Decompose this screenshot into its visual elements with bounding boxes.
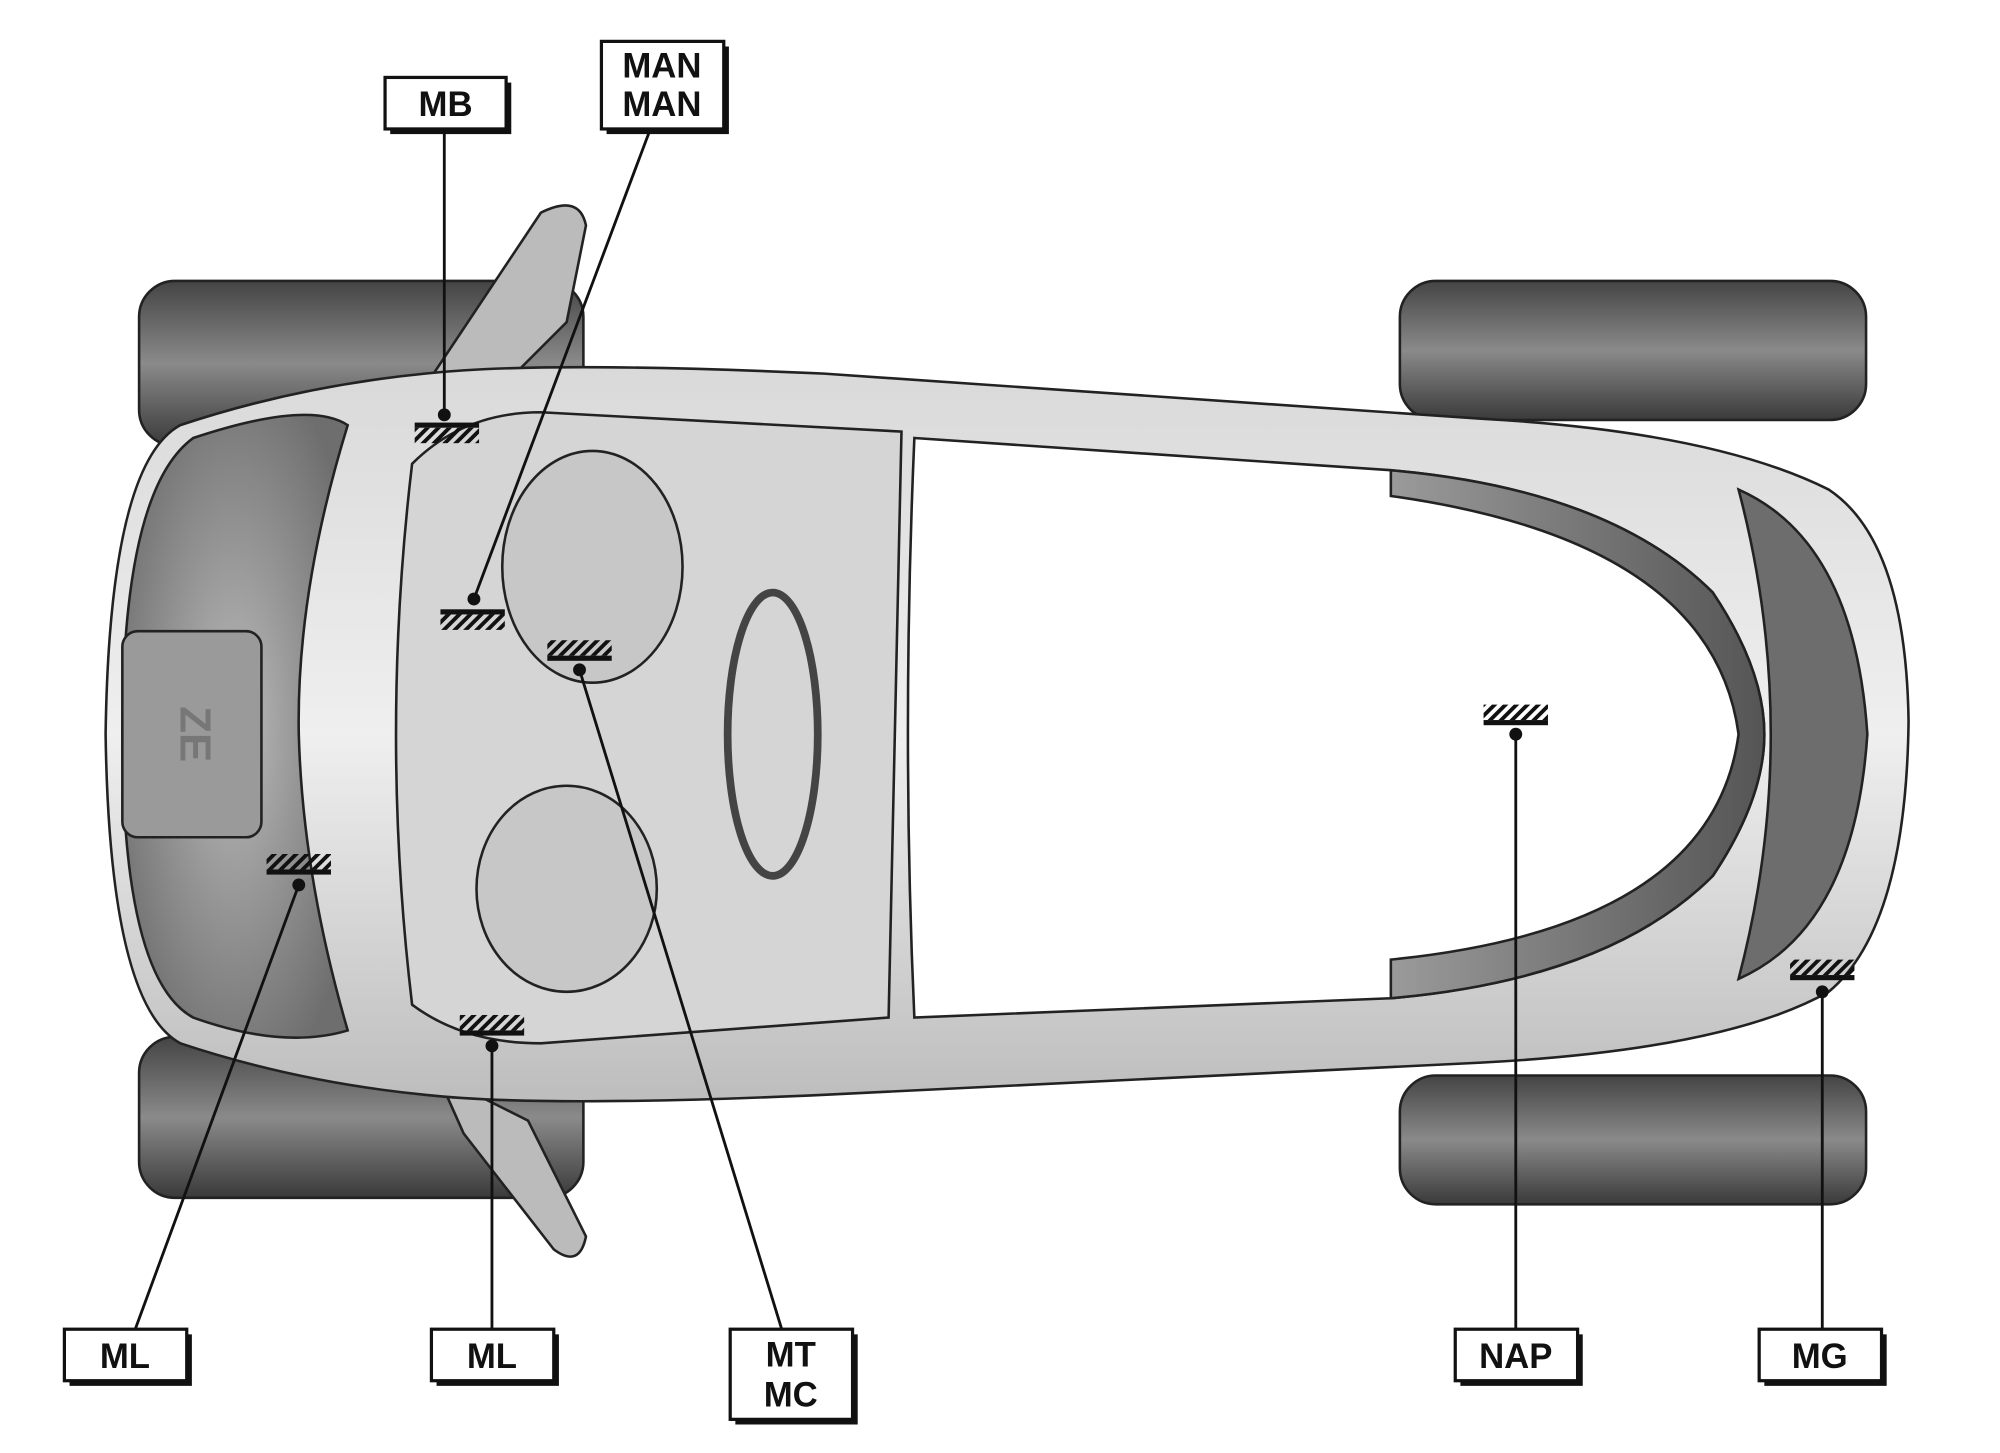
- label-ml-left-text: ML: [100, 1338, 150, 1376]
- ground-point-mt-mc: [547, 640, 784, 1330]
- ground-point-mg: [1790, 959, 1855, 1330]
- label-man-text-2: MAN: [622, 86, 701, 124]
- label-ml-right: ML: [429, 1327, 559, 1386]
- label-man-text-1: MAN: [622, 47, 701, 85]
- steering-wheel: [723, 588, 822, 880]
- front-panel: [121, 629, 263, 839]
- label-ml-left: ML: [62, 1327, 192, 1386]
- label-nap-text: NAP: [1479, 1338, 1552, 1376]
- ground-point-mb: [414, 128, 480, 444]
- seat-rear: [475, 784, 659, 994]
- rear-fender: [1736, 487, 1869, 982]
- mirror-right: [435, 1072, 588, 1258]
- rear-section: [1389, 468, 1766, 1000]
- seat-front: [500, 449, 684, 685]
- label-mb: MB: [383, 75, 512, 135]
- ground-point-ml-left: [133, 853, 331, 1330]
- badge-ze: ZE: [170, 706, 219, 762]
- label-mg-text: MG: [1792, 1338, 1848, 1376]
- ground-point-nap: [1483, 704, 1548, 1330]
- ground-point-man: [440, 128, 652, 630]
- ground-point-ml-right: [459, 1014, 525, 1330]
- label-man: MAN MAN: [599, 39, 729, 135]
- label-mg: MG: [1757, 1327, 1887, 1386]
- label-mt-text: MT: [766, 1337, 816, 1375]
- label-mb-text: MB: [419, 86, 473, 124]
- label-mt-mc: MT MC: [728, 1327, 858, 1425]
- label-nap: NAP: [1453, 1327, 1583, 1386]
- wheel-rear-right: [1398, 1074, 1868, 1206]
- wheel-rear-left: [1398, 279, 1868, 422]
- label-ml-right-text: ML: [467, 1338, 517, 1376]
- mirror-left: [422, 204, 588, 389]
- label-mc-text: MC: [764, 1376, 818, 1414]
